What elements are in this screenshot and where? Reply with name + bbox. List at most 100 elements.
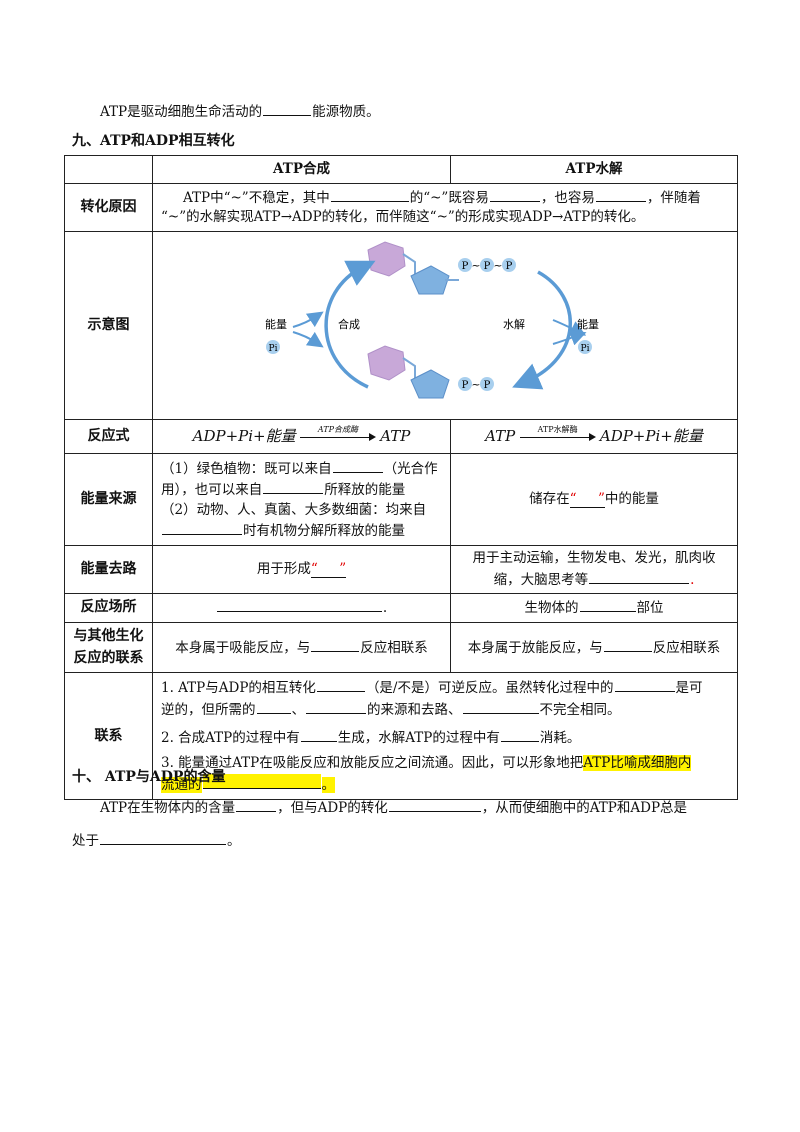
source-text: 所释放的能量 xyxy=(324,481,406,498)
reason-text: ATP中“~”不稳定，其中 xyxy=(183,189,330,206)
row-label-site: 反应场所 xyxy=(64,593,153,624)
site-text: 部位 xyxy=(636,600,664,617)
row-label-reason: 转化原因 xyxy=(64,182,153,233)
blank[interactable] xyxy=(311,637,360,652)
reason-text: 的“~”既容易 xyxy=(409,189,489,206)
source-synthesis: （1）绿色植物：既可以来自（光合作 用），也可以来自所释放的能量 （2）动物、人… xyxy=(152,453,451,547)
link-text: 不完全相同。 xyxy=(539,702,621,719)
relation-text: 本身属于放能反应，与 xyxy=(467,639,603,656)
tilde-label: ~ xyxy=(471,259,480,272)
source-text: （光合作 xyxy=(383,460,438,477)
reason-text: “~”的水解实现ATP→ADP的转化，而伴随这“~”的形成实现ADP→ATP的转… xyxy=(161,209,645,226)
s10-text: ATP在生物体内的含量 xyxy=(100,800,236,816)
atp-cycle-diagram: P ~ P ~ P P ~ P xyxy=(265,241,599,399)
blank[interactable] xyxy=(162,520,242,536)
section-title-10: 十、 ATP与ADP的含量 xyxy=(72,769,226,785)
adp-molecule: P ~ P xyxy=(367,345,494,399)
source-text: 时有机物分解所释放的能量 xyxy=(243,523,405,540)
synthesis-label: 合成 xyxy=(338,317,360,331)
destination-synthesis: 用于形成“ ” xyxy=(152,545,451,595)
pi-label-left: Pi xyxy=(269,344,278,354)
source-text: 用），也可以来自 xyxy=(161,481,263,498)
blank[interactable] xyxy=(462,699,539,715)
reason-cell: ATP中“~”不稳定，其中的“~”既容易，也容易，伴随着 “~”的水解实现ATP… xyxy=(152,182,738,233)
source-text: 储存在 xyxy=(529,491,570,508)
link-text: 消耗。 xyxy=(539,729,581,746)
blank[interactable] xyxy=(263,479,324,494)
s10-line1: ATP在生物体内的含量 ，但与ADP的转化 ，从而使细胞中的ATP和ADP总是 xyxy=(100,796,687,816)
pi-label-right: Pi xyxy=(581,344,590,354)
blank[interactable] xyxy=(579,597,636,613)
dest-text: 用于主动运输，生物发电、发光，肌肉收 xyxy=(472,550,716,567)
blank[interactable] xyxy=(595,187,646,202)
hydrolysis-label: 水解 xyxy=(503,317,525,331)
enzyme-label: ATP水解酶 xyxy=(537,425,578,435)
intro-post: 能源物质。 xyxy=(312,104,380,120)
p-label: P xyxy=(484,380,491,391)
blank[interactable] xyxy=(263,101,312,116)
blank[interactable] xyxy=(589,569,690,584)
blank[interactable] xyxy=(236,797,277,812)
intro-line: ATP是驱动细胞生命活动的 能源物质。 xyxy=(100,100,380,120)
blank[interactable] xyxy=(489,187,540,202)
blank[interactable] xyxy=(216,597,382,613)
pi-circle xyxy=(578,340,592,355)
s10-text: 处于 xyxy=(72,833,99,849)
source-text: （1）绿色植物：既可以来自 xyxy=(161,460,332,477)
formula-text: ATP xyxy=(485,426,516,445)
row-label-relation: 与其他生化反应的联系 xyxy=(64,622,153,674)
header-atp-hydrolysis: ATP水解 xyxy=(450,155,738,184)
source-text: 中的能量 xyxy=(604,491,659,508)
blank[interactable] xyxy=(614,677,675,693)
synthesis-arrow xyxy=(324,260,376,389)
s10-text: 。 xyxy=(227,833,241,849)
site-synthesis: . xyxy=(152,593,451,624)
quoted-blank[interactable]: “ ” xyxy=(569,491,605,509)
site-dot: . xyxy=(382,600,388,617)
p-label: P xyxy=(462,261,469,272)
header-empty xyxy=(64,155,153,184)
blank[interactable] xyxy=(603,637,652,652)
equation-hydrolysis: ATP ATP水解酶 ADP+Pi+能量 xyxy=(450,419,738,455)
link-text: 1. ATP与ADP的相互转化 xyxy=(161,680,316,697)
s10-line2: 处于 。 xyxy=(72,829,241,849)
section-title-9: 九、ATP和ADP相互转化 xyxy=(72,133,235,149)
s10-text: ，但与ADP的转化 xyxy=(277,800,388,816)
equation-synthesis: ADP+Pi+能量 ATP合成酶 ATP xyxy=(152,419,451,455)
blank[interactable] xyxy=(388,797,481,812)
blank[interactable] xyxy=(500,727,539,742)
blank[interactable] xyxy=(316,677,365,693)
header-atp-synthesis: ATP合成 xyxy=(152,155,451,184)
row-label-link: 联系 xyxy=(64,672,153,801)
formula-text: ATP xyxy=(380,426,411,445)
blank[interactable] xyxy=(332,458,383,473)
dest-text: 缩，大脑思考等 xyxy=(493,571,589,588)
blank[interactable] xyxy=(300,727,337,742)
site-text: 生物体的 xyxy=(524,600,579,617)
link-text: 3. 能量通过ATP在吸能反应和放能反应之间流通。因此，可以形象地把 xyxy=(161,755,584,772)
relation-hydrolysis: 本身属于放能反应，与反应相联系 xyxy=(450,622,738,674)
energy-label-right: 能量 xyxy=(577,317,599,331)
formula-text: ADP+Pi+能量 xyxy=(599,426,703,445)
link-text: （是/不是）可逆反应。虽然转化过程中的 xyxy=(365,680,614,697)
blank[interactable] xyxy=(256,699,291,715)
row-label-source: 能量来源 xyxy=(64,453,153,547)
s10-text: ，从而使细胞中的ATP和ADP总是 xyxy=(481,800,688,816)
link-text: 是可 xyxy=(675,680,703,697)
blank[interactable] xyxy=(202,773,321,789)
link-text: 逆的，但所需的 xyxy=(161,702,256,719)
formula-text: ADP+Pi+能量 xyxy=(192,426,296,445)
diagram-cell: P ~ P ~ P P ~ P xyxy=(152,231,738,421)
blank[interactable] xyxy=(306,699,366,715)
dest-dot: . xyxy=(690,571,695,588)
reaction-arrow: ATP水解酶 xyxy=(519,425,596,444)
highlighted-text: 流通的 xyxy=(161,776,202,793)
blank[interactable] xyxy=(100,830,226,845)
atp-adp-table: ATP合成 ATP水解 转化原因 ATP中“~”不稳定，其中的“~”既容易，也容… xyxy=(64,155,738,801)
intro-pre: ATP是驱动细胞生命活动的 xyxy=(100,104,263,120)
quoted-blank[interactable]: “ ” xyxy=(310,561,347,579)
reason-text: ，伴随着 xyxy=(646,189,701,206)
blank[interactable] xyxy=(330,187,409,202)
link-cell: 1. ATP与ADP的相互转化 （是/不是）可逆反应。虽然转化过程中的 是可 逆的，… xyxy=(152,672,738,801)
row-label-diagram: 示意图 xyxy=(64,231,153,421)
